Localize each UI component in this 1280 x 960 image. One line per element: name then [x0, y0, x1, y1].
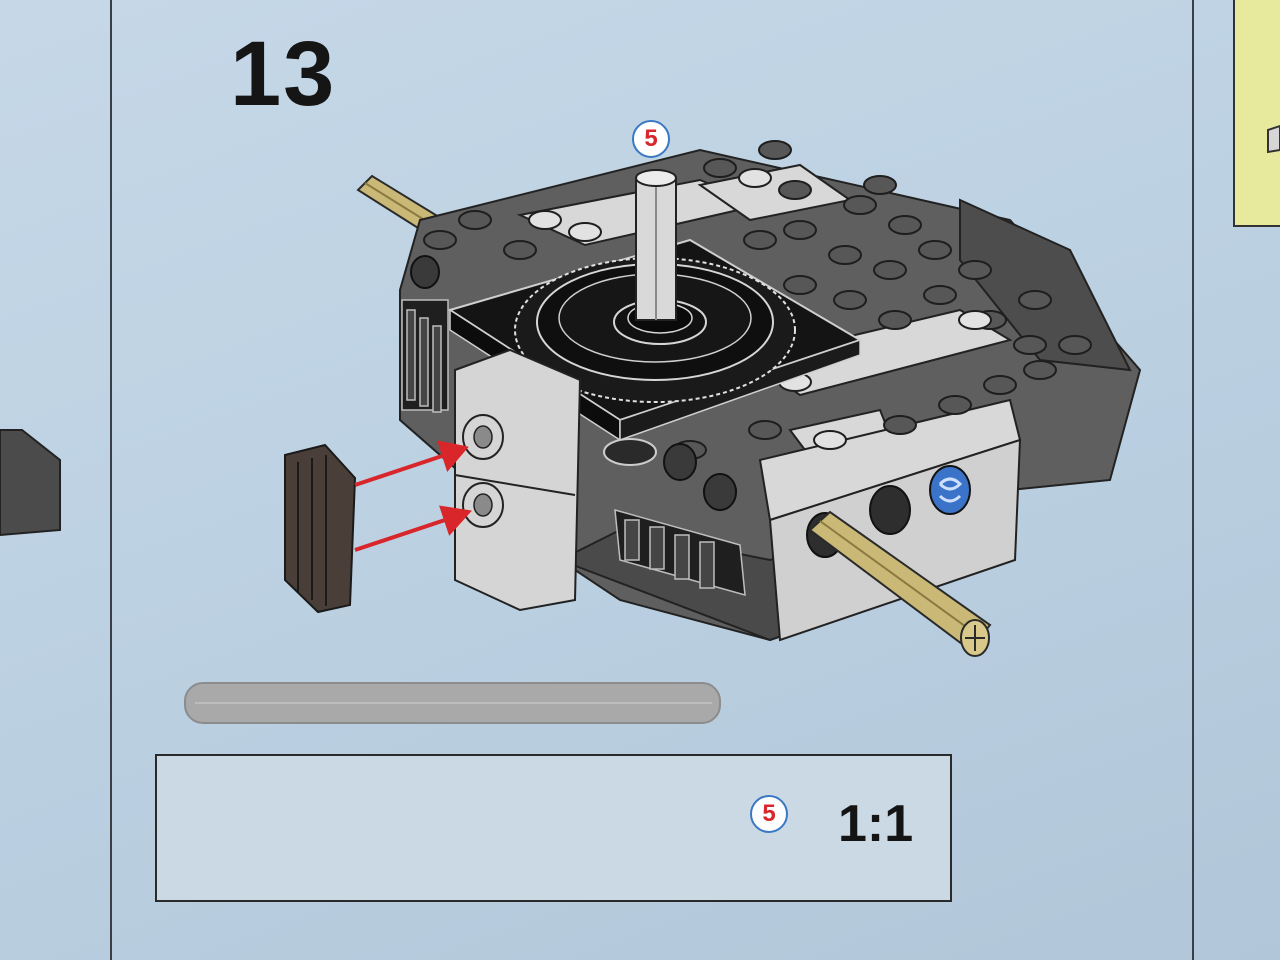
- scale-label: 1:1: [838, 795, 914, 853]
- loose-part: [284, 443, 357, 614]
- axle-icon: [635, 169, 677, 321]
- tan-axle-front-icon: [808, 510, 992, 657]
- step-panel: [110, 0, 1194, 960]
- grille-left: [401, 299, 449, 413]
- grille-right: [614, 508, 746, 597]
- parts-quantity-callout: 5: [750, 795, 788, 833]
- previous-step-part: [0, 429, 61, 537]
- light-gray-bricks: [454, 348, 582, 612]
- arrow-icon: [354, 440, 472, 552]
- loose-axle-icon: [184, 682, 721, 724]
- thumbnail-part: [1267, 124, 1280, 154]
- next-step-thumbnail: [1233, 0, 1280, 227]
- quantity-callout: 5: [632, 120, 670, 158]
- parts-needed-box: [155, 754, 952, 902]
- step-number: 13: [230, 23, 337, 125]
